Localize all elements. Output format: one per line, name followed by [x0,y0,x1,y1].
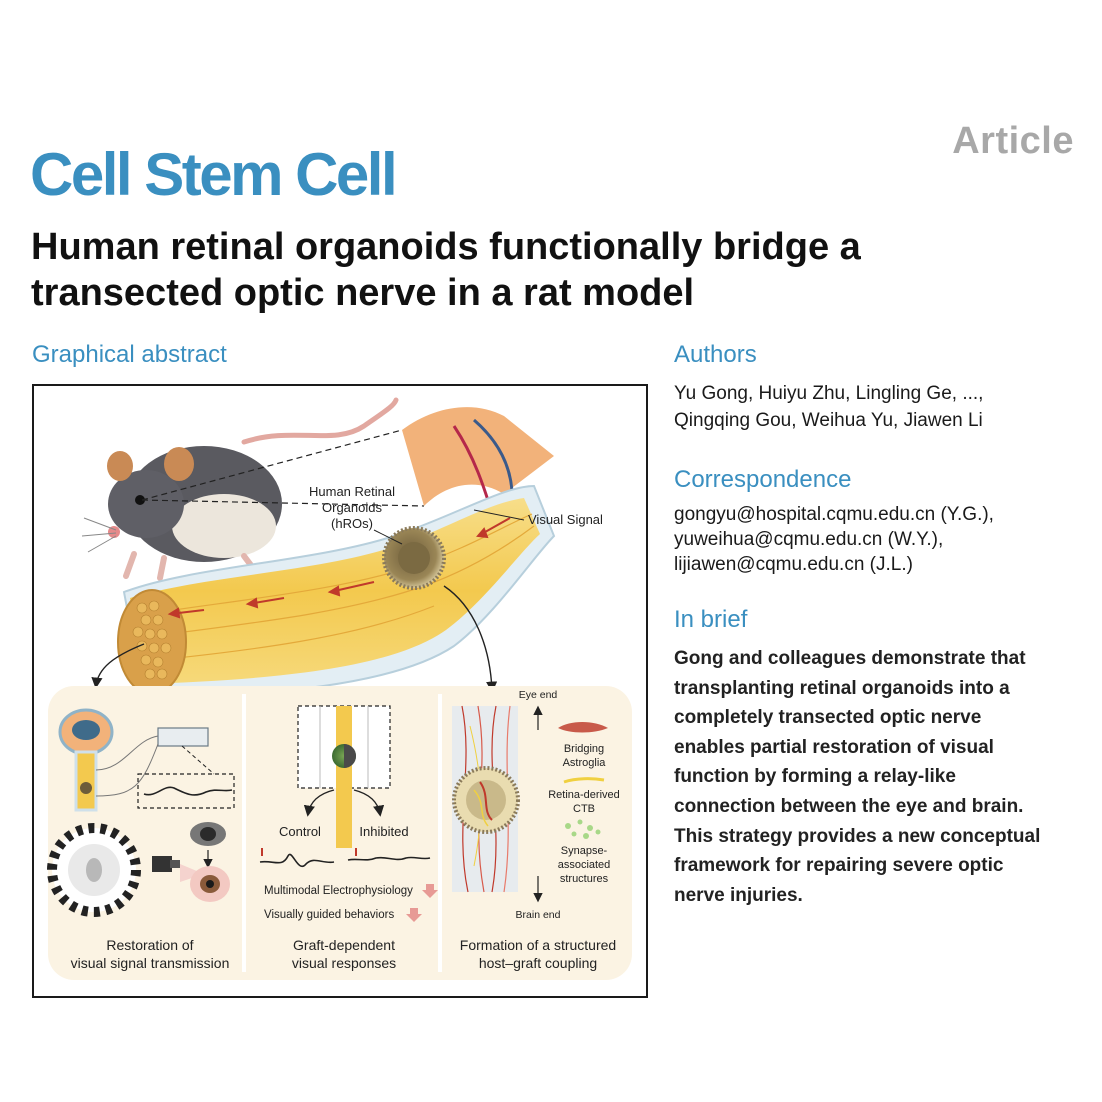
panel-2-graft-diagram [297,705,391,848]
synapse-label: associated [558,859,611,871]
control-trace [259,853,335,867]
decrease-arrow-icon [406,908,422,922]
multimodal-label: Multimodal Electrophysiology [264,885,413,897]
ctb-icon [563,777,605,784]
brain-end-label: Brain end [516,909,561,921]
in-brief-text: Gong and colleagues demonstrate that tra… [674,644,1084,910]
panel-1-caption: visual signal transmission [71,955,230,971]
author-line-1: Yu Gong, Huiyu Zhu, Lingling Ge, ..., [674,383,984,404]
ctb-label: Retina-derived [548,789,620,801]
author-line-2: Qingqing Gou, Weihua Yu, Jiawen Li [674,410,983,431]
brief-line: Gong and colleagues demonstrate that [674,648,1026,669]
eye-to-nerve-dashed-line [141,429,403,501]
rat-tail [241,397,399,445]
rat-ear [164,447,194,481]
visually-guided-label: Visually guided behaviors [264,909,394,921]
email-gongyu[interactable]: gongyu@hospital.cqmu.edu.cn (Y.G.), [674,504,994,525]
synapse-icon [565,819,601,839]
panel-2-caption: Graft-dependent [293,937,395,953]
arrow-to-panel-3 [443,585,498,693]
synapse-label: Synapse- [561,845,608,857]
in-brief-heading: In brief [674,606,748,633]
hros-leader-line [373,529,403,545]
hros-label: (hROs) [331,516,373,531]
nerve-cells [132,600,172,680]
brief-line: enables partial restoration of visual [674,736,994,758]
brief-line: framework for repairing severe optic [674,855,1004,877]
visual-signal-label: Visual Signal [528,512,603,527]
signal-arrows [167,517,511,619]
brief-line: nerve injuries. [674,884,803,906]
panel-2-caption: visual responses [292,955,396,971]
panel-3-caption: host–graft coupling [479,955,597,971]
inhibited-trace [347,856,431,861]
bridging-astroglia-icon [558,722,608,733]
article-type-label: Article [952,120,1074,162]
panel-1-optomotor-drum [47,822,230,917]
eye-to-nerve-dashed-line [141,499,425,507]
visual-signal-leader-line [473,509,525,521]
authors-heading: Authors [674,341,757,368]
correspondence-emails: gongyu@hospital.cqmu.edu.cn (Y.G.), yuwe… [674,502,1084,577]
rat-ear [107,451,133,481]
eye-end-label: Eye end [519,689,558,701]
rat-head [108,470,184,538]
bridging-label: Astroglia [563,757,607,769]
brief-line: completely transected optic nerve [674,707,982,729]
inhibited-label: Inhibited [359,824,408,839]
email-yuweihua[interactable]: yuweihua@cqmu.edu.cn (W.Y.), [674,529,944,550]
rat-eye [135,495,145,505]
journal-name: Cell Stem Cell [30,141,398,208]
brief-line: This strategy provides a new conceptual [674,825,1041,847]
panel-3-caption: Formation of a structured [460,937,616,953]
graphical-abstract-figure: Human Retinal Organoids (hROs) Visual Si… [32,384,648,998]
brief-line: transplanting retinal organoids into a [674,677,1010,699]
correspondence-heading: Correspondence [674,466,852,493]
decrease-arrow-icon [422,884,438,898]
synapse-label: structures [560,873,609,885]
email-lijiawen[interactable]: lijiawen@cqmu.edu.cn (J.L.) [674,554,913,575]
panel-1-eye-recording [58,708,235,812]
title-line-2: transected optic nerve in a rat model [31,272,695,314]
graphical-abstract-illustration: Human Retinal Organoids (hROs) Visual Si… [47,397,632,980]
title-line-1: Human retinal organoids functionally bri… [31,226,861,268]
graphical-abstract-heading: Graphical abstract [32,341,227,368]
article-title: Human retinal organoids functionally bri… [31,224,1071,316]
brief-line: connection between the eye and brain. [674,795,1024,817]
brief-line: function by forming a relay-like [674,766,956,788]
control-label: Control [279,824,321,839]
rat-belly [172,494,276,558]
rat-nose [108,526,120,538]
bridging-label: Bridging [564,743,604,755]
ctb-label: CTB [573,803,595,815]
fiber-line [137,525,535,639]
hro-core [398,542,430,574]
hros-label: Human Retinal [309,484,395,499]
retina-eye-cup [402,407,554,506]
hros-label: Organoids [322,500,382,515]
rat-whiskers [81,517,117,553]
panel-3-fiber-section [452,705,520,893]
arrow-to-panel-1 [91,643,145,689]
panel-1-caption: Restoration of [106,937,193,953]
author-list: Yu Gong, Huiyu Zhu, Lingling Ge, ..., Qi… [674,380,1084,434]
